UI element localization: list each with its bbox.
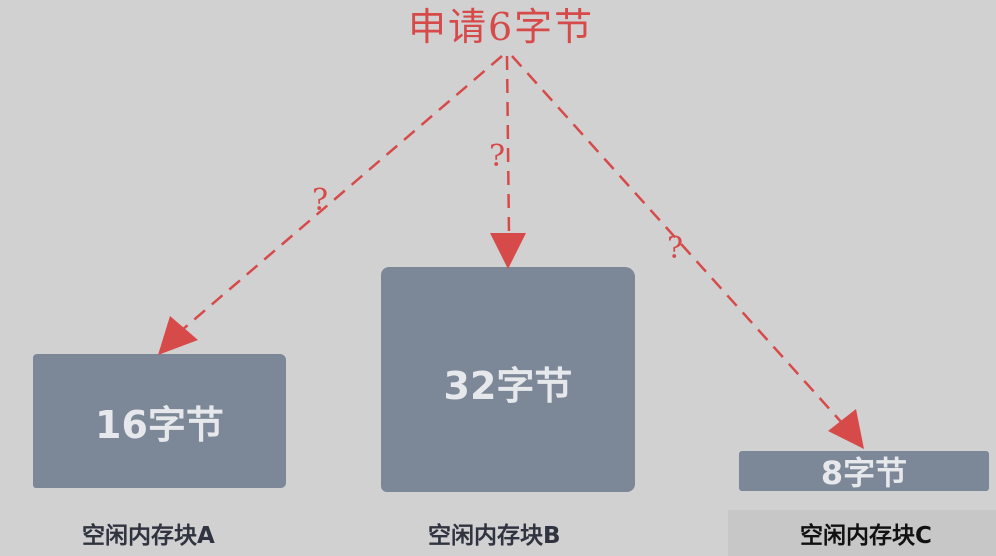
caption-block-a: 空闲内存块A [82,523,215,549]
memory-block-b: 32字节 [381,267,635,492]
memory-block-a-size: 16字节 [95,402,224,447]
caption-block-b: 空闲内存块B [428,523,561,549]
memory-block-c: 8字节 [739,451,989,492]
arrowhead-to-c [828,409,864,449]
arrow-question-mark-b: ? [489,139,505,174]
caption-block-c: 空闲内存块C [800,523,932,549]
memory-block-b-size: 32字节 [443,364,573,408]
caption-block-c-highlight [728,510,996,556]
arrow-question-mark-a: ? [312,183,328,218]
request-title: 申请6字节 [408,5,595,49]
arrowhead-to-b [490,233,526,269]
arrow-line-to-c [511,55,844,425]
memory-block-c-size: 8字节 [820,454,908,492]
arrow-line-to-a [181,55,503,331]
arrow-question-mark-c: ? [667,231,683,266]
memory-block-a: 16字节 [33,354,286,488]
arrow-line-to-b [505,55,511,237]
arrowhead-to-a [158,316,198,355]
